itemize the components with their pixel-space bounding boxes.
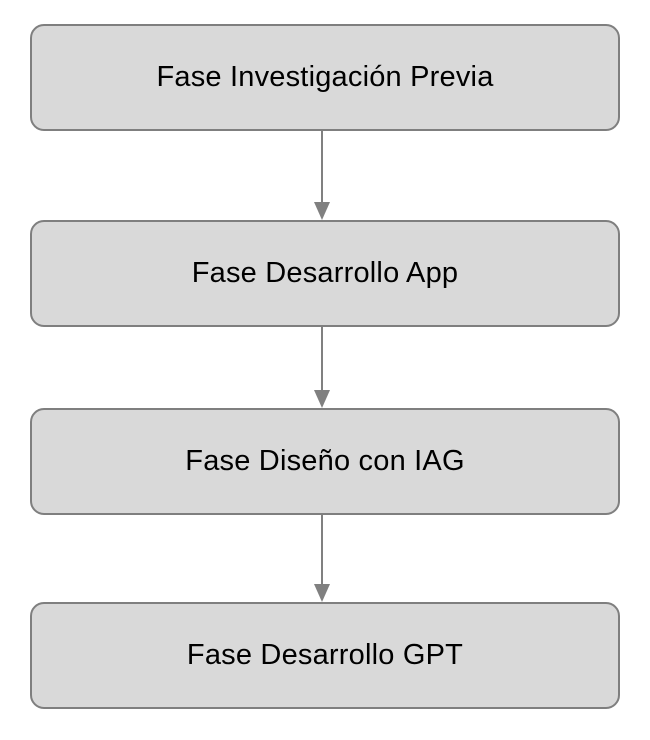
arrow-down-connector	[314, 131, 330, 220]
arrow-down-connector	[314, 327, 330, 408]
flow-node-label: Fase Investigación Previa	[156, 61, 494, 93]
flow-node-label: Fase Desarrollo App	[191, 257, 459, 289]
arrowhead-down-icon	[314, 202, 330, 220]
flow-node-label: Fase Diseño con IAG	[185, 445, 465, 477]
flow-node-label: Fase Desarrollo GPT	[186, 639, 464, 671]
flow-node-fase-desarrollo-gpt: Fase Desarrollo GPT	[30, 602, 620, 709]
arrowhead-down-icon	[314, 390, 330, 408]
arrowhead-down-icon	[314, 584, 330, 602]
arrow-down-connector	[314, 515, 330, 602]
flow-node-fase-diseno-con-iag: Fase Diseño con IAG	[30, 408, 620, 515]
flow-node-fase-desarrollo-app: Fase Desarrollo App	[30, 220, 620, 327]
flow-node-fase-investigacion-previa: Fase Investigación Previa	[30, 24, 620, 131]
